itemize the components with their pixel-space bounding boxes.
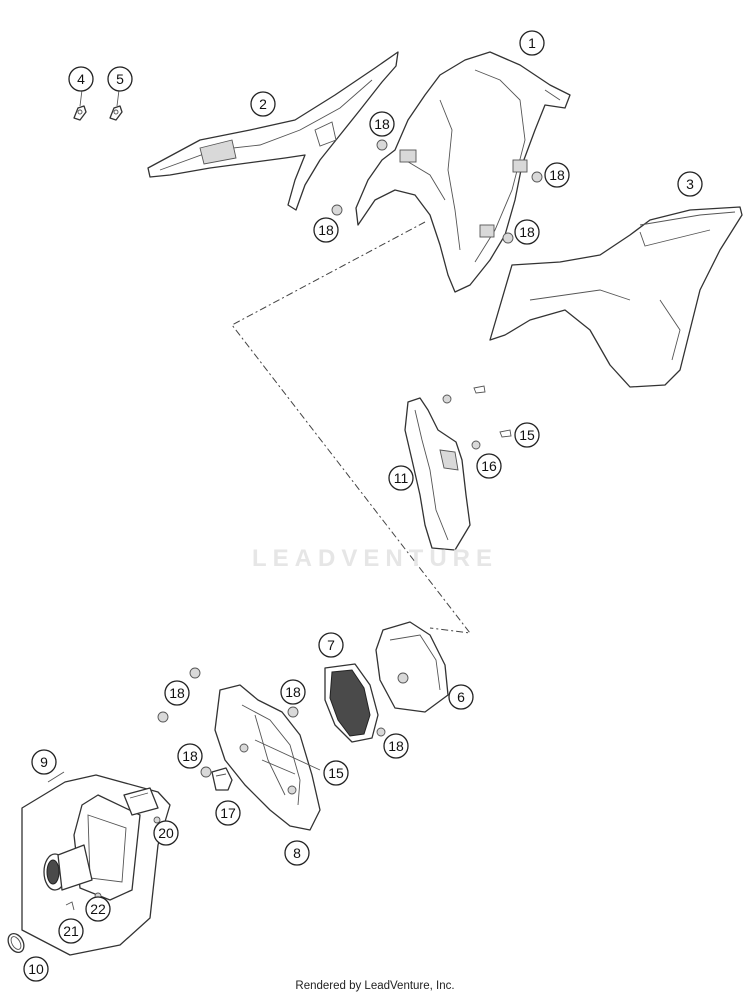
part-11-side-cover[interactable] [404, 397, 471, 551]
callout-label: 18 [318, 222, 334, 238]
callout-6[interactable]: 6 [448, 684, 474, 710]
callout-label: 10 [28, 961, 44, 977]
callout-18-f[interactable]: 18 [280, 679, 306, 705]
callout-label: 9 [40, 754, 48, 770]
callout-17[interactable]: 17 [215, 800, 241, 826]
callout-15-upper[interactable]: 15 [514, 422, 540, 448]
callout-label: 11 [394, 470, 409, 486]
callout-2[interactable]: 2 [250, 91, 276, 117]
callout-18-d[interactable]: 18 [514, 219, 540, 245]
callout-label: 5 [116, 71, 124, 87]
callout-label: 6 [457, 689, 465, 705]
part-18-nuts-lower[interactable] [157, 667, 299, 778]
callout-label: 16 [481, 458, 497, 474]
callout-18-h[interactable]: 18 [177, 743, 203, 769]
callout-18-b[interactable]: 18 [544, 162, 570, 188]
callout-label: 18 [285, 684, 301, 700]
callout-label: 7 [327, 637, 335, 653]
callout-10[interactable]: 10 [23, 956, 49, 982]
callout-9[interactable]: 9 [31, 749, 57, 775]
callout-label: 4 [77, 71, 85, 87]
callout-18-e[interactable]: 18 [164, 680, 190, 706]
part-17-clamp[interactable] [211, 767, 233, 791]
callout-4[interactable]: 4 [68, 66, 94, 92]
part-9-airbox-assembly[interactable] [21, 774, 171, 956]
callout-18-g[interactable]: 18 [383, 733, 409, 759]
part-15-16-hardware[interactable] [442, 385, 512, 450]
callout-16[interactable]: 16 [476, 453, 502, 479]
callout-8[interactable]: 8 [284, 840, 310, 866]
callout-3[interactable]: 3 [677, 171, 703, 197]
part-5-clip[interactable] [109, 105, 123, 121]
part-10-hose-clamp[interactable] [5, 931, 27, 955]
callout-20[interactable]: 20 [153, 820, 179, 846]
callout-label: 21 [63, 923, 79, 939]
part-8-airbox-carrier[interactable] [214, 684, 321, 831]
callout-label: 18 [388, 738, 404, 754]
callout-7[interactable]: 7 [318, 632, 344, 658]
assembly-reference-line [231, 221, 472, 634]
callout-21[interactable]: 21 [58, 918, 84, 944]
callout-label: 15 [328, 765, 344, 781]
part-3-side-panel[interactable] [489, 206, 743, 388]
render-credit: Rendered by LeadVenture, Inc. [295, 980, 455, 992]
callout-1[interactable]: 1 [519, 30, 545, 56]
part-6-filter-cover[interactable] [375, 621, 449, 713]
callout-label: 17 [220, 805, 236, 821]
callout-label: 18 [519, 224, 535, 240]
part-7-air-filter[interactable] [324, 663, 386, 743]
callout-label: 15 [519, 427, 535, 443]
callout-label: 8 [293, 845, 301, 861]
callout-label: 3 [686, 176, 694, 192]
part-2-side-panel[interactable] [147, 51, 399, 211]
leader-lines [47, 89, 321, 783]
callout-label: 1 [528, 35, 536, 51]
callout-18-c[interactable]: 18 [313, 217, 339, 243]
callout-22[interactable]: 22 [85, 896, 111, 922]
callout-label: 18 [169, 685, 185, 701]
callout-label: 20 [158, 825, 174, 841]
watermark-text: LEADVENTURE [251, 545, 498, 572]
part-1-shroud-frame[interactable] [355, 51, 571, 293]
callout-label: 18 [549, 167, 565, 183]
callout-5[interactable]: 5 [107, 66, 133, 92]
callout-label: 22 [90, 901, 106, 917]
callout-label: 18 [182, 748, 198, 764]
callout-18-a[interactable]: 18 [369, 111, 395, 137]
callout-11[interactable]: 11 [388, 465, 414, 491]
part-4-clip[interactable] [73, 105, 87, 121]
callout-label: 2 [259, 96, 267, 112]
callout-15-lower[interactable]: 15 [323, 760, 349, 786]
part-18-nuts-upper[interactable] [331, 139, 543, 244]
callout-label: 18 [374, 116, 390, 132]
